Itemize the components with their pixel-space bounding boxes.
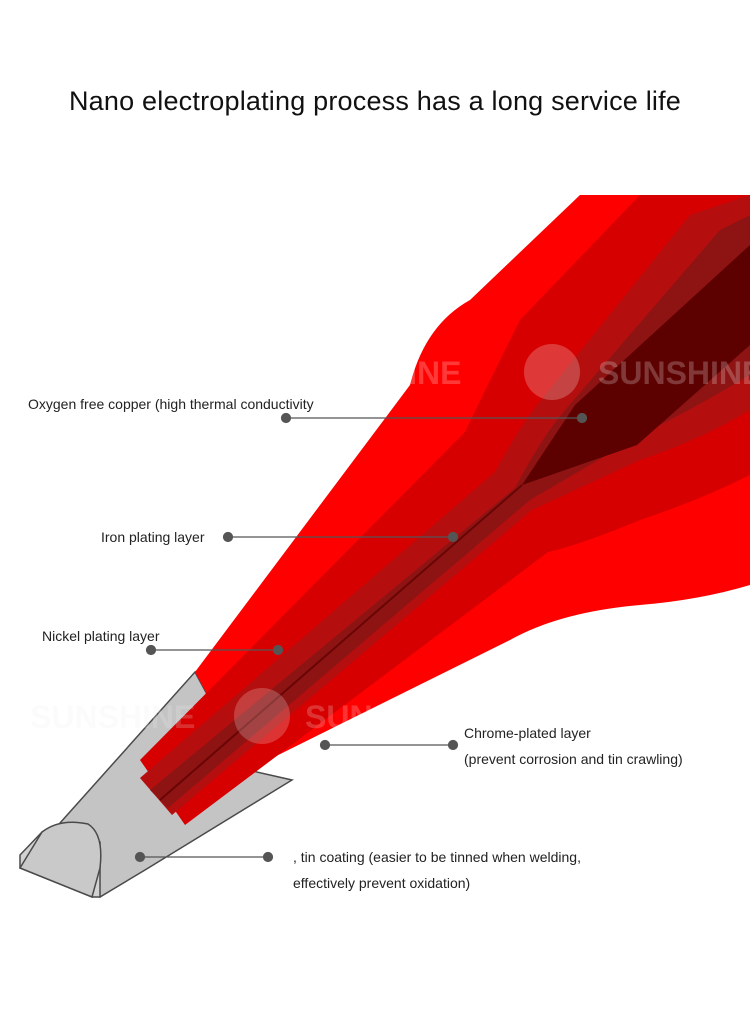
label-nickel: Nickel plating layer	[42, 628, 160, 644]
leader-iron	[222, 531, 459, 543]
label-copper: Oxygen free copper (high thermal conduct…	[28, 396, 314, 412]
inner-plating-layer	[150, 215, 750, 808]
watermark-text-bottom: SUNSHINE	[305, 699, 470, 735]
label-tin-line2: effectively prevent oxidation)	[293, 875, 471, 891]
iron-plating-layer	[140, 195, 750, 815]
leader-copper	[280, 412, 588, 424]
watermark-bottom: SUNSHINE SUNSHINE	[30, 688, 470, 744]
label-chrome-line2: (prevent corrosion and tin crawling)	[464, 751, 683, 767]
tip-bevel	[18, 821, 102, 899]
watermark-text-top-left: HINE	[385, 355, 461, 391]
leader-nickel	[145, 644, 284, 656]
watermark-top: SUNSHINE HINE	[385, 344, 750, 400]
copper-core	[522, 245, 750, 485]
leader-chrome	[319, 739, 459, 751]
watermark-text-bottom-left: SUNSHINE	[30, 699, 195, 735]
leader-tin	[134, 851, 274, 863]
label-tin-line1: , tin coating (easier to be tinned when …	[293, 849, 581, 865]
watermark-text-top: SUNSHINE	[598, 355, 750, 391]
label-iron: Iron plating layer	[101, 529, 205, 545]
core-line	[159, 484, 523, 801]
label-chrome-line1: Chrome-plated layer	[464, 725, 591, 741]
page-title: Nano electroplating process has a long s…	[68, 86, 682, 116]
